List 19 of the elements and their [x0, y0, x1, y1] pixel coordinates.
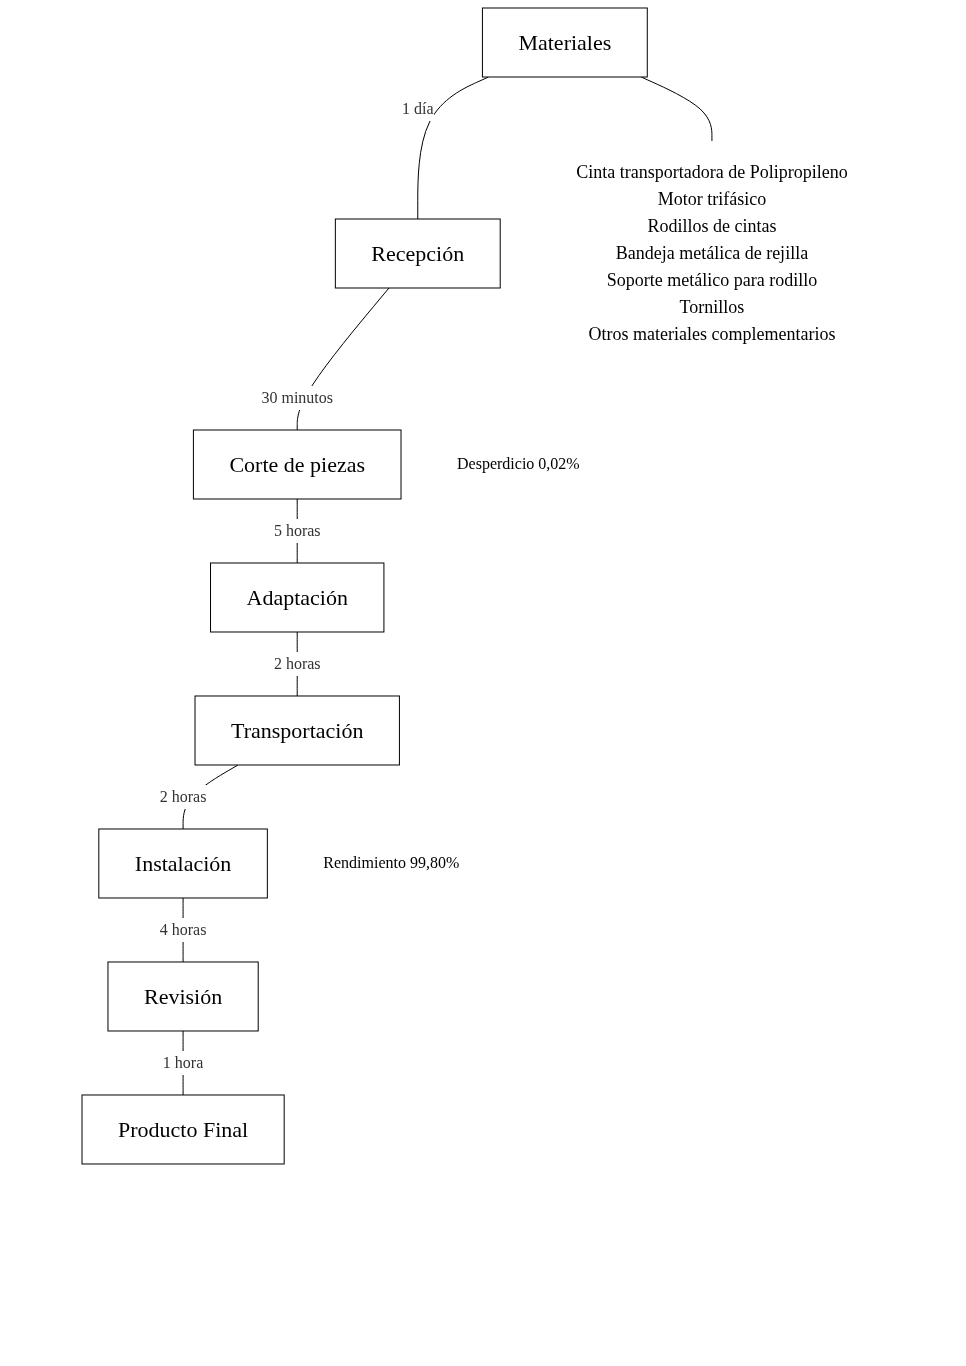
connector [417, 76, 490, 220]
edge-label: 1 día [402, 100, 434, 117]
node-box: Producto Final [81, 1094, 285, 1165]
edge-label: 4 horas [159, 920, 207, 938]
edge-label: 1 hora [163, 1053, 204, 1071]
edge-label: 5 horas [274, 521, 321, 539]
node-box: Adaptación [210, 562, 385, 633]
node-label: Rendimiento 99,80% [323, 854, 460, 872]
node-text: Cinta transportadora de Polipropileno Motor trifásico Rodillos de cintas Bandeja metálica de rejilla Soporte metálico para rodillo Tornillos Otros materiales complementarios [576, 162, 848, 344]
node-box: Transportación [194, 695, 401, 766]
node-box: Recepción [335, 218, 501, 289]
node-box: Revisión [107, 961, 259, 1032]
node-label: Desperdicio 0,02% [457, 455, 580, 473]
edge-label: 2 horas [274, 654, 321, 672]
node-box: Corte de piezas [193, 429, 402, 500]
edge-label: 2 horas [159, 787, 207, 805]
node-box: Instalación [98, 828, 268, 899]
edge-label: 30 minutos [261, 388, 334, 406]
node-box: Materiales [482, 7, 648, 78]
